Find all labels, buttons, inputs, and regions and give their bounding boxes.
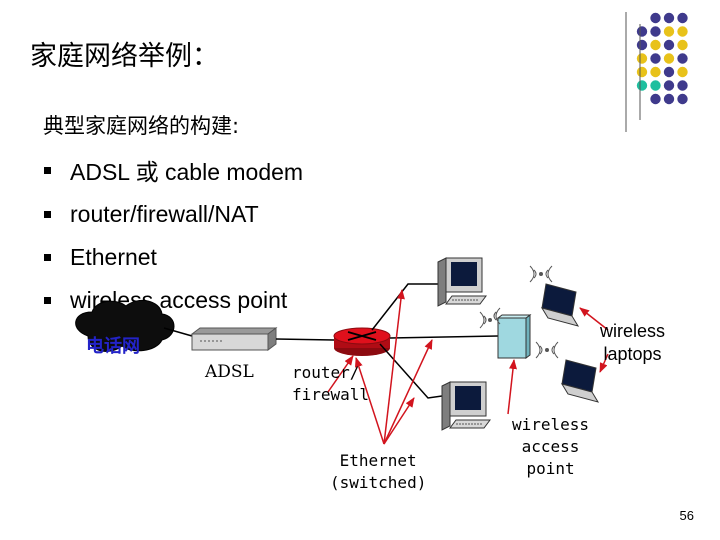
decorative-dot xyxy=(663,12,675,24)
square-bullet-icon xyxy=(44,253,51,261)
bullet-text: ADSL 或 cable modem xyxy=(70,159,304,185)
router-icon xyxy=(333,327,391,356)
modem-router-cable xyxy=(275,338,335,341)
decorative-dot xyxy=(663,80,675,91)
decorative-dot xyxy=(650,53,661,64)
access-point-label-line: wireless xyxy=(512,415,590,434)
bullet-text: router/firewall/NAT xyxy=(70,200,259,227)
square-bullet-icon xyxy=(44,210,51,218)
square-bullet-icon xyxy=(44,296,51,304)
decorative-dot xyxy=(663,26,675,37)
bullet-item: ADSL 或 cable modem xyxy=(44,153,303,187)
decorative-dot xyxy=(677,80,688,91)
decorative-dot xyxy=(636,80,648,91)
decorative-dot xyxy=(636,26,648,37)
decorative-dot xyxy=(677,53,688,64)
desktop-computer-icon xyxy=(441,381,491,431)
router-label-line: firewall xyxy=(292,385,370,404)
phone-network-label: 电话网 xyxy=(86,336,140,357)
decorative-dot xyxy=(650,39,661,51)
access-point-label: wireless access point xyxy=(512,414,589,480)
decorative-dot xyxy=(636,39,648,51)
decorative-dot xyxy=(677,26,688,37)
wireless-access-point-icon xyxy=(479,307,532,359)
square-bullet-icon xyxy=(44,166,51,174)
ethernet-label: Ethernet (switched) xyxy=(330,450,426,494)
phone-line-cable xyxy=(163,327,193,337)
decorative-dot xyxy=(650,66,661,78)
page-number: 56 xyxy=(679,508,694,523)
decorative-dot xyxy=(663,53,675,64)
bullet-item: Ethernet xyxy=(44,240,157,274)
laptops-label-line: laptops xyxy=(603,344,662,364)
decorative-dot xyxy=(636,66,648,78)
bullet-item: router/firewall/NAT xyxy=(44,197,259,231)
decorative-dot xyxy=(636,53,648,64)
decorative-dot xyxy=(677,12,688,24)
decorative-dot xyxy=(663,66,675,78)
decorative-dot xyxy=(650,80,661,91)
adsl-label: ADSL xyxy=(205,362,254,382)
decorative-dot xyxy=(650,26,661,37)
decorative-dot xyxy=(650,93,661,105)
ethernet-label-line: Ethernet xyxy=(339,451,417,470)
decorative-dot xyxy=(677,39,688,51)
desktop-computer-icon xyxy=(437,257,487,307)
laptops-label-line: wireless xyxy=(600,321,666,341)
slide-subtitle: 典型家庭网络的构建: xyxy=(43,114,240,138)
decorative-dot xyxy=(677,93,688,105)
decorative-dot xyxy=(663,39,675,51)
ethernet-cables xyxy=(371,283,499,399)
bullet-text: Ethernet xyxy=(70,243,157,270)
laptop-icon xyxy=(535,341,600,403)
router-label-line: router/ xyxy=(292,363,360,382)
laptop-icon xyxy=(529,265,580,327)
phone-network-cloud-icon xyxy=(75,299,175,352)
decorative-dot xyxy=(650,12,661,24)
decorative-dot xyxy=(677,66,688,78)
ethernet-label-line: (switched) xyxy=(330,473,427,492)
decorative-dot xyxy=(663,93,675,105)
laptops-label: wireless laptops xyxy=(600,320,665,366)
pointer-arrows xyxy=(327,289,609,445)
access-point-label-line: access xyxy=(521,437,580,456)
router-label: router/ firewall xyxy=(292,362,369,406)
adsl-modem-icon xyxy=(190,327,278,351)
access-point-label-line: point xyxy=(526,459,575,478)
slide-title: 家庭网络举例： xyxy=(30,41,219,72)
